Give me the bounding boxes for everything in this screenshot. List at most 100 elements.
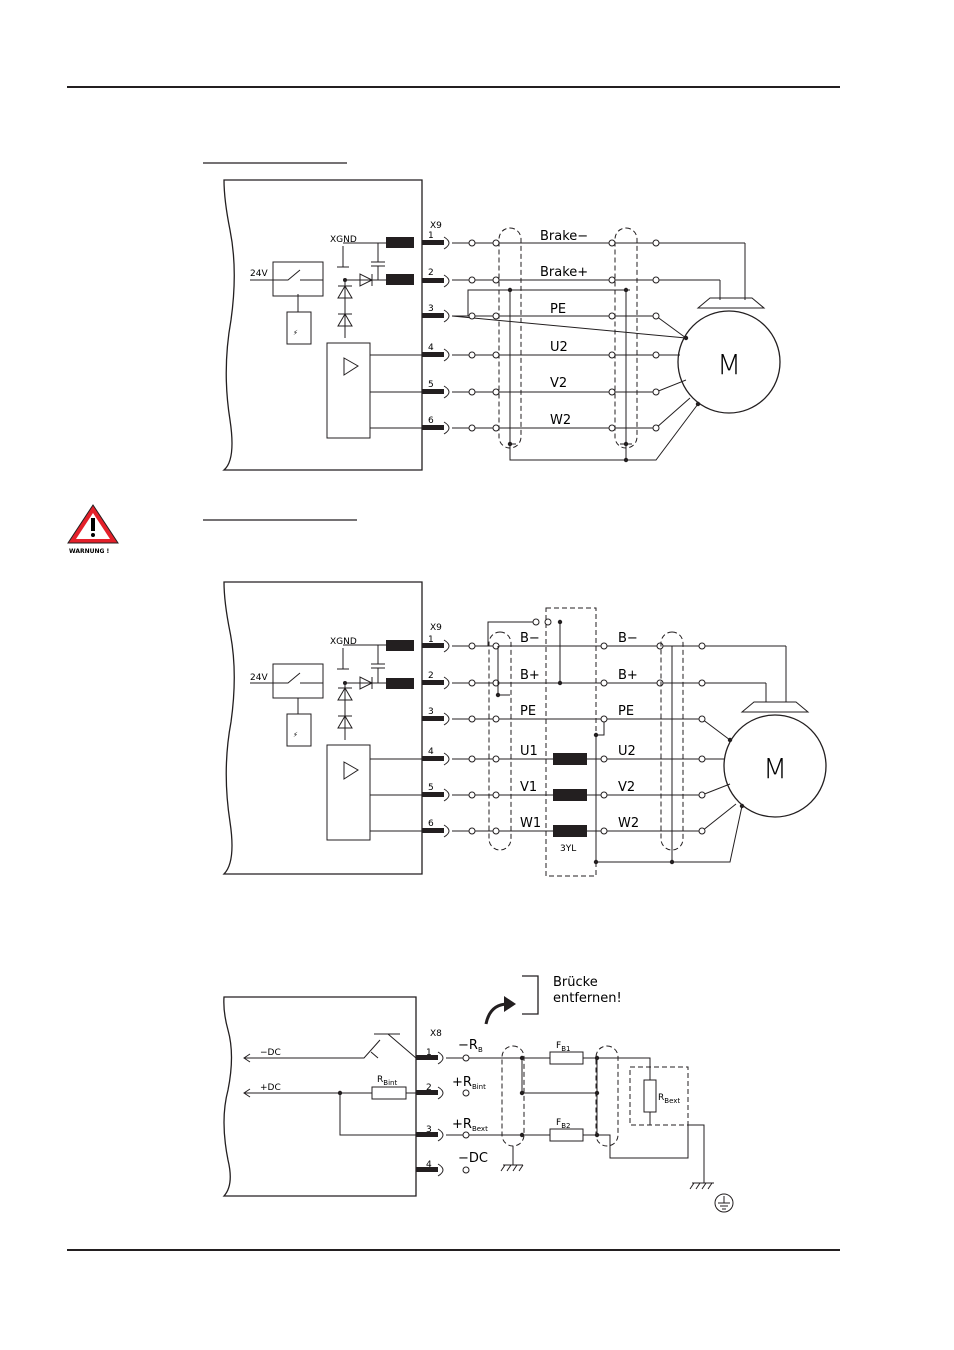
x8-pin-4: 4 −DC	[416, 1151, 488, 1177]
optocoupler-icon: ⚡	[293, 329, 298, 337]
svg-text:3: 3	[428, 707, 434, 717]
signal-label: PE	[550, 302, 566, 317]
pin-row-3: 3 PE PE	[422, 704, 731, 741]
signal-label: V2	[550, 376, 567, 391]
x8-pin-1: 1 −RB	[416, 1038, 483, 1065]
pin-row-4: 4 U1 U2	[422, 744, 724, 766]
cable-shield-right	[660, 631, 684, 851]
cable-shield-left	[488, 631, 512, 851]
pin-row-5: 5 V2	[422, 376, 687, 399]
svg-text:B−: B−	[618, 631, 638, 646]
note-line-2: entfernen!	[553, 991, 622, 1006]
svg-text:V2: V2	[618, 780, 635, 795]
svg-text:B−: B−	[520, 631, 540, 646]
diagram-3: X8 Brücke entfernen! −DC +DC RBint 1 −RB…	[222, 975, 734, 1213]
fb1-label: FB1	[556, 1041, 570, 1053]
relay-switch	[250, 269, 323, 312]
brake-transistor	[244, 1033, 417, 1059]
connector-label: X9	[430, 221, 442, 231]
supply-label: 24V	[250, 673, 268, 683]
amplifier-icon	[343, 357, 359, 376]
svg-text:3: 3	[428, 304, 434, 314]
servo-amplifier-housing	[222, 179, 423, 471]
optocoupler	[286, 311, 312, 345]
cable-shield-left	[501, 1045, 525, 1147]
motor-circle	[677, 310, 781, 414]
pin-row-6: 6 W1 W2	[422, 803, 737, 838]
svg-text:+RBint: +RBint	[452, 1075, 486, 1091]
ferrite-1	[386, 237, 414, 248]
svg-text:PE: PE	[618, 704, 634, 719]
warning-sign: WARNUNG !	[67, 504, 119, 555]
dc-minus-label: −DC	[260, 1048, 281, 1058]
rbext-label: RBext	[658, 1093, 680, 1105]
pin-row-5: 5 V1 V2	[422, 780, 731, 802]
fuse-fb2	[549, 1128, 584, 1142]
svg-text:4: 4	[426, 1160, 432, 1170]
connector-label: X8	[430, 1029, 442, 1039]
svg-text:6: 6	[428, 416, 434, 426]
svg-text:U1: U1	[520, 744, 538, 759]
brake-symbol	[740, 701, 810, 713]
fuse-fb1	[549, 1051, 584, 1065]
svg-text:1: 1	[428, 635, 434, 645]
relay-box	[272, 663, 324, 699]
svg-text:⚡: ⚡	[293, 731, 298, 739]
fb2-label: FB2	[556, 1118, 570, 1130]
filter-capacitor	[343, 242, 410, 281]
motor-label: M	[717, 348, 741, 381]
warning-label: WARNUNG !	[69, 548, 109, 555]
svg-text:V1: V1	[520, 780, 537, 795]
xgnd-label: XGND	[330, 235, 357, 245]
svg-text:W1: W1	[520, 816, 541, 831]
diagram-1: X9 XGND 24V ⚡ 1 Brake−	[222, 179, 781, 471]
rbint-label: RBint	[377, 1075, 397, 1087]
series-diode	[359, 273, 374, 287]
svg-text:5: 5	[428, 783, 434, 793]
xgnd-ground-symbol	[337, 246, 349, 268]
brake-symbol	[696, 297, 766, 309]
arrow-icons	[243, 1053, 251, 1098]
svg-text:U2: U2	[618, 744, 636, 759]
pin-row-3: 3 PE	[422, 289, 687, 339]
power-stage-block	[326, 342, 371, 439]
svg-text:B+: B+	[520, 668, 540, 683]
ferrite-2	[386, 274, 414, 285]
svg-text:2: 2	[426, 1083, 432, 1093]
svg-text:5: 5	[428, 380, 434, 390]
note-line-1: Brücke	[553, 975, 598, 990]
protective-earth-icon	[714, 1193, 734, 1213]
shield-drain	[509, 290, 699, 461]
external-wiring	[446, 1057, 689, 1159]
pin-row-2: 2 B+ B+	[422, 668, 766, 690]
svg-text:−DC: −DC	[458, 1151, 488, 1166]
chassis-ground-icon	[500, 1146, 524, 1172]
servo-amplifier-housing	[222, 996, 417, 1197]
signal-label: W2	[550, 413, 571, 428]
supply-label: 24V	[250, 269, 268, 279]
power-stage-block	[326, 744, 371, 841]
pin-row-4: 4 U2	[422, 340, 680, 362]
relay-box	[272, 261, 324, 297]
rbext-housing	[629, 1066, 689, 1126]
svg-text:PE: PE	[520, 704, 536, 719]
signal-label: U2	[550, 340, 568, 355]
svg-text:4: 4	[428, 747, 434, 757]
xgnd-label: XGND	[330, 637, 357, 647]
motor-label: M	[763, 752, 787, 785]
diagram-2: X9 XGND 24V ⚡ 3YL 1 B− B−	[222, 581, 827, 877]
svg-text:3: 3	[426, 1125, 432, 1135]
pin-row-1: 1 Brake−	[422, 229, 745, 250]
svg-text:6: 6	[428, 819, 434, 829]
note-bracket	[522, 975, 539, 1015]
svg-text:B+: B+	[618, 668, 638, 683]
motor-circle	[723, 714, 827, 818]
svg-text:+RBext: +RBext	[452, 1117, 488, 1133]
x8-pin-2: 2 +RBint	[416, 1075, 486, 1100]
svg-text:1: 1	[426, 1048, 432, 1058]
rbint-resistor	[371, 1086, 407, 1100]
x8-pin-3: 3 +RBext	[416, 1117, 488, 1142]
connector-label: X9	[430, 623, 442, 633]
choke-label: 3YL	[560, 844, 576, 854]
